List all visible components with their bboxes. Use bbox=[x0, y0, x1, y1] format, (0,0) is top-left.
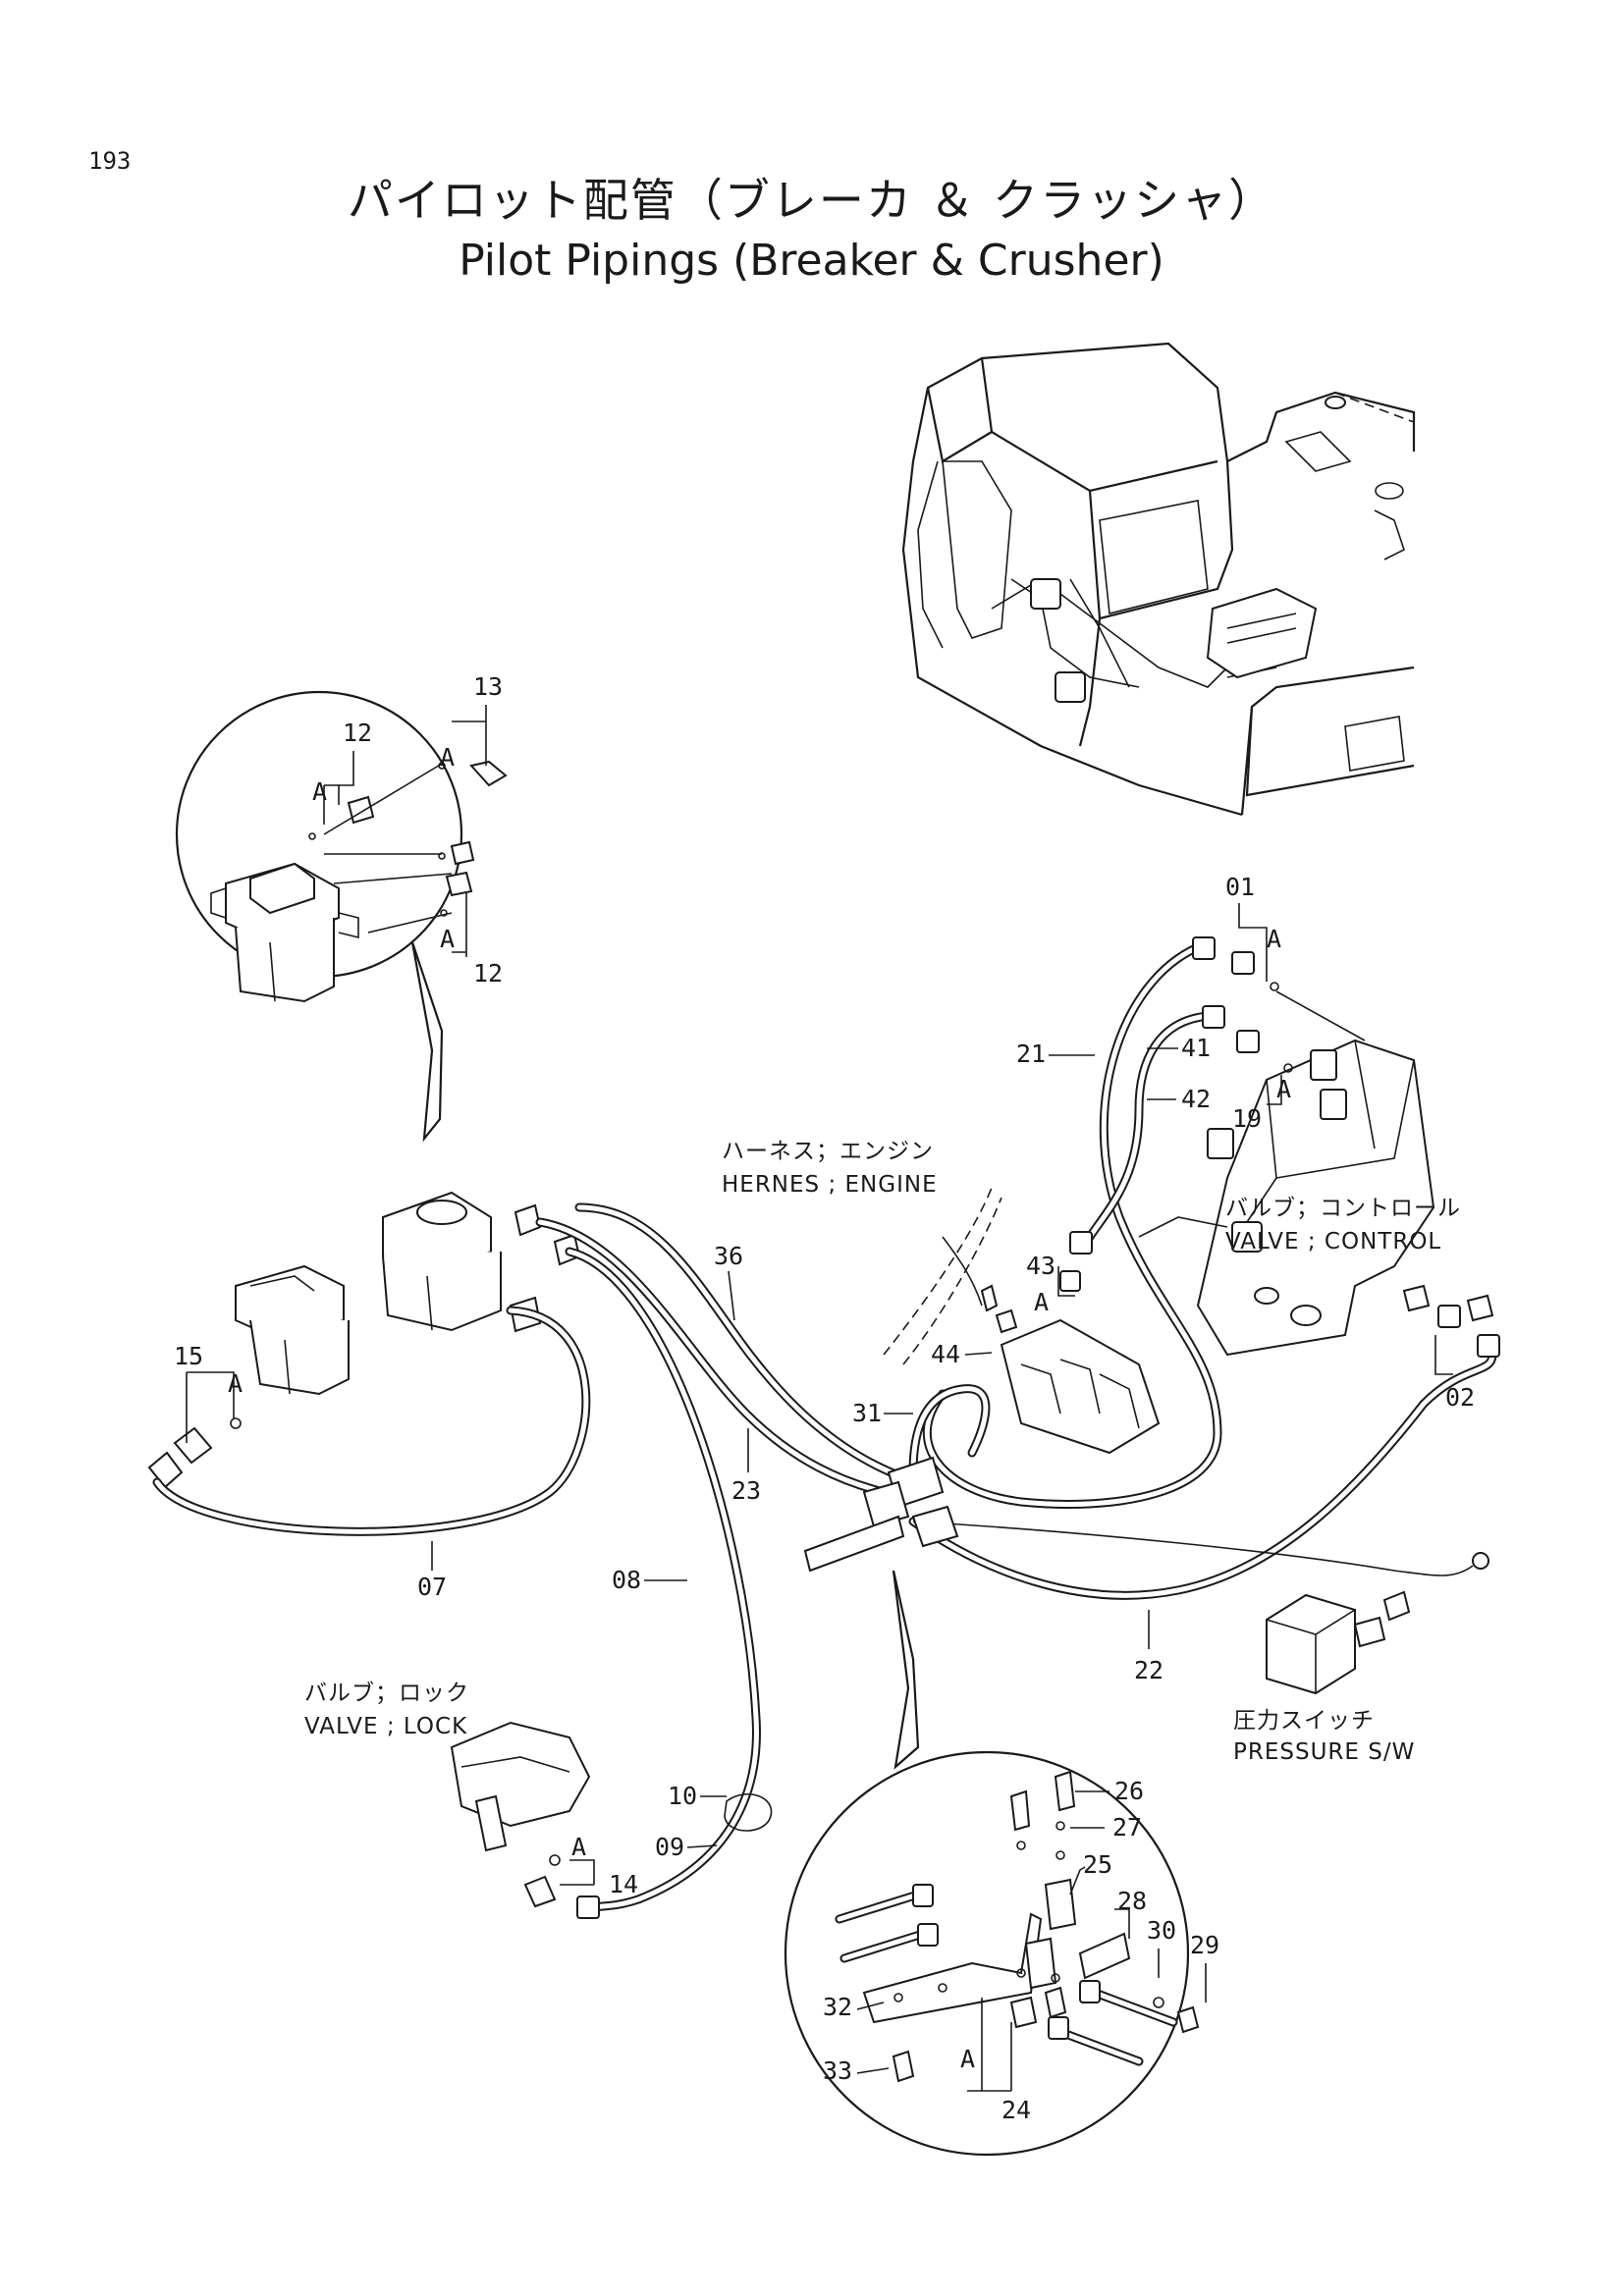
part-number-44: 44 bbox=[931, 1340, 960, 1368]
lock-valve-label-jp: バルブ；ロック bbox=[304, 1681, 469, 1706]
harness-label-en: HERNES ; ENGINE bbox=[722, 1172, 938, 1198]
control-valve-small-icon bbox=[1206, 587, 1318, 679]
component-labels: ハーネス；エンジン HERNES ; ENGINE バルブ；コントロール VAL… bbox=[304, 1139, 1461, 1765]
hose-fittings bbox=[576, 936, 1500, 1919]
engine-harness bbox=[883, 1187, 1002, 1365]
ref-mark-a-3: A bbox=[440, 925, 455, 953]
ref-mark-a-7: A bbox=[1267, 925, 1281, 953]
part-number-21: 21 bbox=[1016, 1040, 1046, 1068]
title-english: Pilot Pipings (Breaker & Crusher) bbox=[459, 236, 1164, 286]
part-number-22: 22 bbox=[1134, 1656, 1163, 1684]
part-number-41: 41 bbox=[1181, 1034, 1211, 1062]
part-number-42: 42 bbox=[1181, 1085, 1211, 1113]
center-junction-block bbox=[803, 1456, 959, 1573]
part-number-13: 13 bbox=[473, 672, 503, 701]
part-number-10: 10 bbox=[668, 1782, 697, 1810]
title-japanese: パイロット配管（ブレーカ ＆ クラッシャ） bbox=[347, 174, 1276, 227]
part-number-01: 01 bbox=[1225, 873, 1255, 901]
part-number-07: 07 bbox=[417, 1573, 447, 1601]
ref-mark-a-9: A bbox=[1034, 1288, 1049, 1316]
page-number: 193 bbox=[88, 147, 132, 175]
detail-circle-bracket: 26 27 25 28 30 29 32 33 A 24 bbox=[784, 1570, 1219, 2157]
detail-circle-pilot-valve: 12 A 13 A A 12 bbox=[175, 672, 508, 1143]
part-number-30: 30 bbox=[1147, 1916, 1176, 1945]
manifold-block-44 bbox=[995, 1308, 1161, 1455]
ref-mark-a-5: A bbox=[571, 1833, 586, 1861]
lock-valve-assembly: A 14 bbox=[450, 1721, 638, 1908]
control-valve-label-en: VALVE ; CONTROL bbox=[1225, 1229, 1441, 1255]
main-callouts: 01 A 21 41 42 A 19 43 A 44 02 36 23 31 bbox=[417, 873, 1475, 1861]
control-valve-assembly bbox=[1138, 1039, 1494, 1357]
lock-valve-label-en: VALVE ; LOCK bbox=[304, 1714, 467, 1739]
control-valve-label-jp: バルブ；コントロール bbox=[1225, 1196, 1461, 1221]
center-pilot-valve bbox=[382, 1191, 581, 1333]
part-number-27: 27 bbox=[1112, 1813, 1142, 1842]
part-number-24: 24 bbox=[1001, 2096, 1031, 2124]
left-valve-assembly: 15 A bbox=[147, 1264, 350, 1489]
part-number-12-top: 12 bbox=[343, 719, 372, 747]
part-number-02: 02 bbox=[1445, 1383, 1475, 1412]
part-number-08: 08 bbox=[612, 1566, 641, 1594]
ref-mark-a-6: A bbox=[960, 2045, 975, 2073]
ref-mark-a-4: A bbox=[228, 1369, 243, 1398]
pressure-switch-label-en: PRESSURE S/W bbox=[1233, 1739, 1415, 1765]
part-number-09: 09 bbox=[655, 1833, 684, 1861]
part-number-43: 43 bbox=[1026, 1252, 1055, 1280]
fuel-cap-icon bbox=[1325, 396, 1346, 409]
part-number-36: 36 bbox=[714, 1242, 743, 1270]
part-number-31: 31 bbox=[852, 1399, 882, 1427]
part-number-15: 15 bbox=[174, 1342, 203, 1370]
part-number-23: 23 bbox=[731, 1476, 761, 1505]
part-number-14: 14 bbox=[609, 1870, 638, 1898]
part-number-28: 28 bbox=[1117, 1887, 1147, 1915]
harness-label-jp: ハーネス；エンジン bbox=[722, 1139, 934, 1164]
part-number-19: 19 bbox=[1232, 1104, 1262, 1133]
ref-mark-a-2: A bbox=[440, 743, 455, 772]
ref-mark-a-1: A bbox=[312, 777, 327, 806]
pressure-switch bbox=[1266, 1590, 1411, 1695]
part-number-26: 26 bbox=[1114, 1777, 1144, 1805]
hoses bbox=[152, 942, 1497, 1914]
ref-mark-a-8: A bbox=[1276, 1075, 1291, 1103]
excavator-cab-illustration bbox=[901, 342, 1416, 817]
part-number-32: 32 bbox=[823, 1993, 852, 2021]
part-number-33: 33 bbox=[823, 2056, 852, 2085]
part-number-29: 29 bbox=[1190, 1931, 1219, 1959]
part-number-25: 25 bbox=[1083, 1850, 1112, 1879]
pressure-switch-label-jp: 圧力スイッチ bbox=[1233, 1708, 1375, 1734]
part-number-12-bottom: 12 bbox=[473, 959, 503, 988]
